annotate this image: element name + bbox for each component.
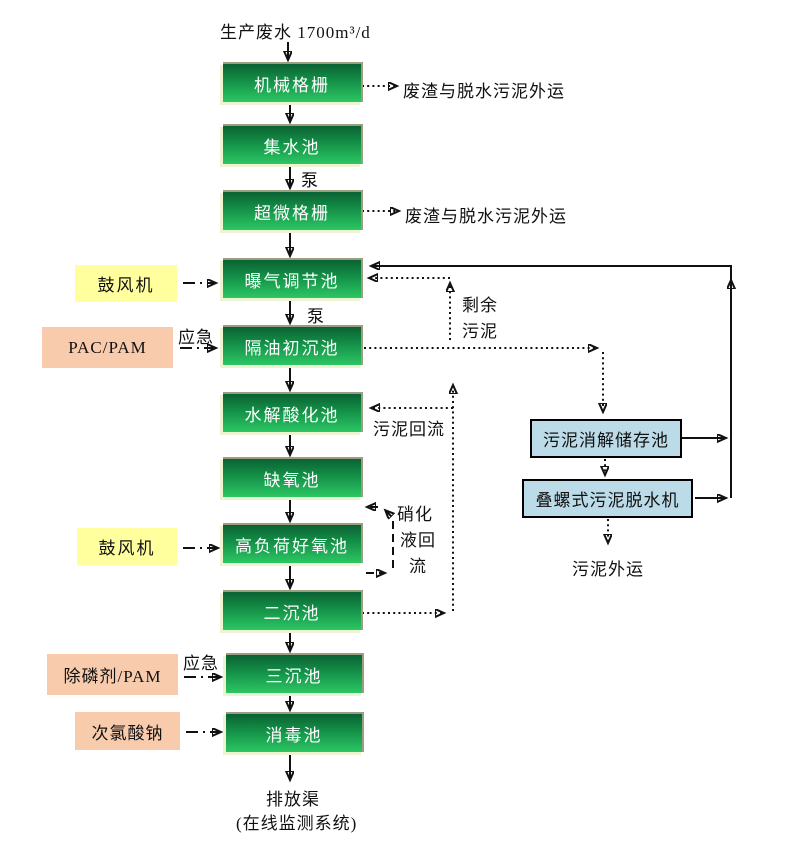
nitrate-return-label-line2: 液回 <box>400 531 436 550</box>
influent-label: 生产废水 1700m³/d <box>220 23 371 42</box>
dosing-box-label: 次氯酸钠 <box>91 723 164 743</box>
dosing-box-label: 鼓风机 <box>98 539 156 558</box>
emergency-label-2: 应急 <box>183 654 219 673</box>
dosing-box-sodium-hypochlorite: 次氯酸钠 <box>75 712 180 750</box>
excess-sludge-label-line1: 剩余 <box>462 296 498 315</box>
process-box-hydrolysis-acidification-tank: 水解酸化池 <box>223 392 363 432</box>
sludge-box-label: 污泥消解储存池 <box>543 431 669 450</box>
process-box-label: 消毒池 <box>265 725 323 745</box>
dosing-box-blower-2: 鼓风机 <box>77 528 177 565</box>
waste-out-label-2: 废渣与脱水污泥外运 <box>405 207 567 226</box>
dosing-box-label: 鼓风机 <box>97 276 155 295</box>
process-box-label: 隔油初沉池 <box>244 338 340 358</box>
dosing-box-phosphorus-remover-pam: 除磷剂/PAM <box>47 654 178 695</box>
dosing-box-label: 除磷剂/PAM <box>63 667 162 686</box>
outfall-label: 排放渠 <box>266 790 320 809</box>
line-recirc-vertical <box>386 511 393 568</box>
sludge-out-label: 污泥外运 <box>572 560 644 579</box>
line-return-to-aeration <box>372 266 732 498</box>
process-box-secondary-sedimentation-tank: 二沉池 <box>223 590 363 630</box>
process-box-collection-tank: 集水池 <box>223 124 363 164</box>
dosing-box-blower-1: 鼓风机 <box>75 265 177 302</box>
process-box-aeration-regulating-tank: 曝气调节池 <box>223 258 363 298</box>
pump-label-1: 泵 <box>301 171 319 190</box>
process-box-oil-separation-primary-tank: 隔油初沉池 <box>223 325 363 365</box>
nitrate-return-label-line3: 流 <box>409 557 427 576</box>
process-box-label: 水解酸化池 <box>244 405 340 425</box>
sludge-box-label: 叠螺式污泥脱水机 <box>535 491 680 510</box>
process-box-label: 二沉池 <box>263 603 321 623</box>
sludge-box-screw-dewatering-machine: 叠螺式污泥脱水机 <box>522 479 693 518</box>
monitoring-label: (在线监测系统) <box>236 814 358 833</box>
dosing-box-pac-pam: PAC/PAM <box>42 327 173 368</box>
process-box-label: 曝气调节池 <box>244 271 340 291</box>
nitrate-return-label-line1: 硝化 <box>397 505 433 524</box>
waste-out-label-1: 废渣与脱水污泥外运 <box>403 82 565 101</box>
process-box-ultrafine-screen: 超微格栅 <box>223 190 363 230</box>
sludge-return-label: 污泥回流 <box>373 420 445 439</box>
process-box-label: 高负荷好氧池 <box>235 536 349 556</box>
dosing-box-label: PAC/PAM <box>68 337 147 357</box>
sludge-box-digestion-storage-tank: 污泥消解储存池 <box>530 419 682 458</box>
pump-label-2: 泵 <box>307 307 325 326</box>
process-box-label: 集水池 <box>263 137 321 157</box>
emergency-label-1: 应急 <box>178 328 214 347</box>
process-box-mechanical-screen: 机械格栅 <box>223 62 363 102</box>
process-box-label: 三沉池 <box>265 666 323 686</box>
excess-sludge-label-line2: 污泥 <box>462 322 498 341</box>
process-box-label: 超微格栅 <box>254 203 330 223</box>
process-box-high-load-aerobic-tank: 高负荷好氧池 <box>223 523 363 563</box>
process-box-label: 机械格栅 <box>254 75 330 95</box>
process-box-label: 缺氧池 <box>263 470 321 490</box>
process-box-disinfection-tank: 消毒池 <box>226 712 364 752</box>
process-box-tertiary-sedimentation-tank: 三沉池 <box>226 653 364 693</box>
process-box-anoxic-tank: 缺氧池 <box>223 457 363 497</box>
